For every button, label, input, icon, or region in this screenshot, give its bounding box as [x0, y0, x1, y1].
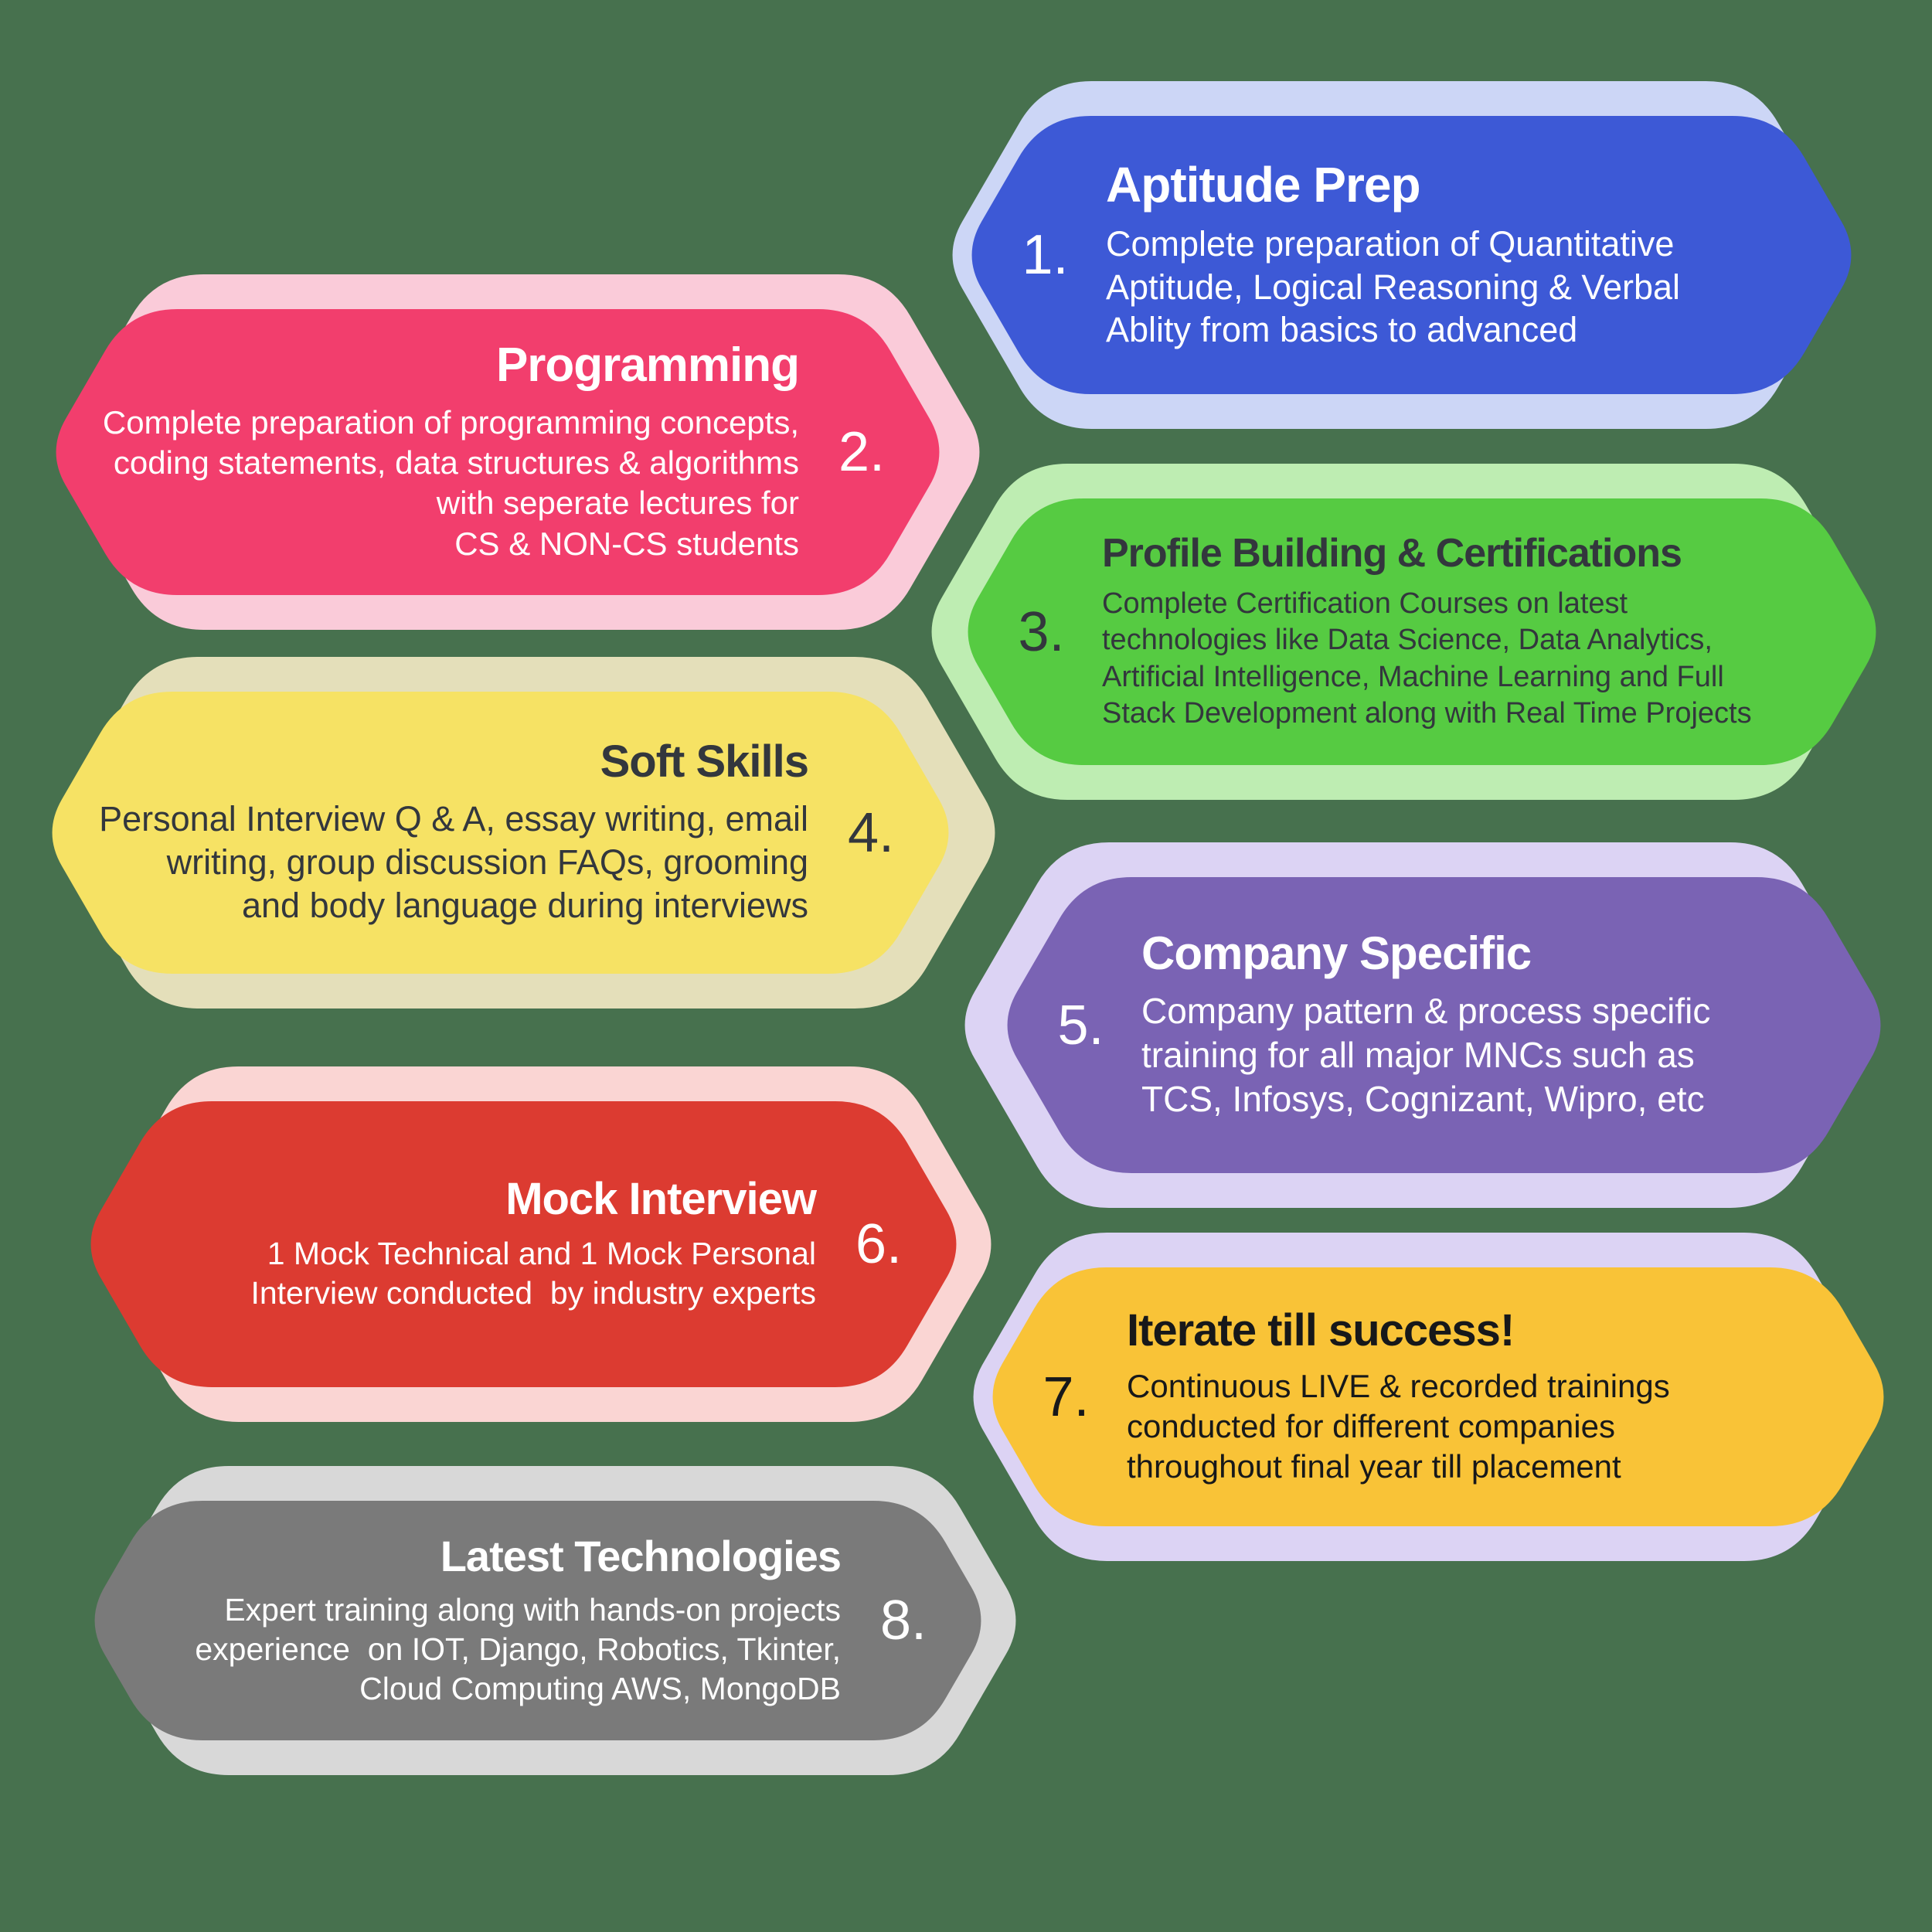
step-title: Iterate till success! — [1127, 1305, 1515, 1356]
step2-hexagon — [56, 309, 940, 595]
step-description: Personal Interview Q & A, essay writing,… — [99, 799, 808, 925]
step-number: 4. — [847, 801, 895, 864]
step-number: 8. — [879, 1590, 927, 1651]
step4-hexagon — [52, 692, 949, 974]
step-title: Profile Building & Certifications — [1102, 531, 1682, 577]
step-soft-skills: Soft Skills Personal Interview Q & A, es… — [97, 692, 913, 974]
step-description: Expert training along with hands-on proj… — [195, 1591, 841, 1706]
step6-hexagon — [90, 1101, 957, 1387]
step-number: 1. — [1022, 224, 1069, 286]
step-mock-interview: Mock Interview 1 Mock Technical and 1 Mo… — [135, 1101, 921, 1387]
step-iterate-till-success: 7. Iterate till success! Continuous LIVE… — [1026, 1267, 1847, 1526]
step-title: Company Specific — [1141, 927, 1532, 979]
step-number: 3. — [1018, 600, 1065, 663]
step-title: Mock Interview — [505, 1173, 817, 1224]
step-description: Company pattern & process specific train… — [1141, 991, 1711, 1120]
step-number: 7. — [1043, 1366, 1090, 1428]
step-company-specific: 5. Company Specific Company pattern & pr… — [1040, 877, 1844, 1173]
step-title: Soft Skills — [600, 736, 809, 787]
step1-hexagon — [971, 116, 1852, 394]
step-profile-building-certifications: 3. Profile Building & Certifications Com… — [1001, 498, 1839, 765]
step-description: 1 Mock Technical and 1 Mock Personal Int… — [250, 1236, 816, 1311]
step8-hexagon — [94, 1501, 981, 1740]
step-title: Latest Technologies — [440, 1531, 842, 1580]
step5-hexagon — [1007, 877, 1881, 1173]
step-title: Programming — [495, 338, 800, 393]
step-description: Complete preparation of Quantitative Apt… — [1106, 223, 1681, 350]
step-aptitude-prep: 1. Aptitude Prep Complete preparation of… — [1005, 116, 1815, 394]
step7-hexagon — [992, 1267, 1884, 1526]
step-number: 5. — [1057, 994, 1104, 1056]
step-number: 2. — [838, 421, 886, 483]
step-title: Aptitude Prep — [1106, 156, 1421, 213]
step-programming: Programming Complete preparation of prog… — [100, 309, 904, 595]
step-description: Complete Certification Courses on latest… — [1102, 587, 1752, 730]
step-latest-technologies: Latest Technologies Expert training alon… — [139, 1501, 946, 1740]
step-description: Continuous LIVE & recorded trainings con… — [1127, 1367, 1670, 1485]
step-description: Complete preparation of programming conc… — [102, 404, 799, 562]
step-number: 6. — [855, 1213, 903, 1275]
step3-hexagon — [968, 498, 1876, 765]
